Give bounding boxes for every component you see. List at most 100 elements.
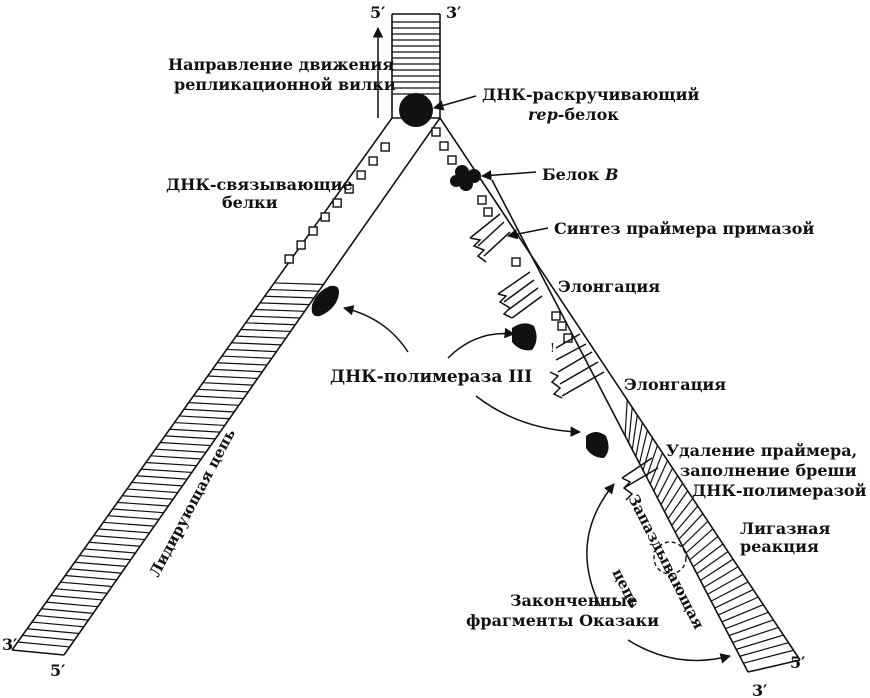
base-pair-rung — [98, 528, 150, 534]
base-pair-rung — [743, 649, 794, 664]
ssb-protein-square — [356, 170, 366, 180]
end-5-bottom-right: 5′ — [790, 653, 805, 672]
base-pair-rung — [259, 302, 310, 306]
rep-protein-label-2: rep-белок — [528, 105, 619, 124]
ssb-protein-square — [380, 142, 390, 152]
base-pair-rung — [207, 375, 258, 380]
base-pair-rung — [689, 535, 719, 561]
base-pair-rung — [226, 348, 277, 353]
base-pair-rung — [93, 535, 145, 541]
ssb-protein-square — [308, 226, 318, 236]
base-pair-rung — [122, 495, 174, 500]
primer-synthesis-label: Синтез праймера примазой — [554, 219, 814, 238]
base-pair-rung — [126, 488, 178, 494]
base-pair-rung — [41, 608, 94, 614]
okazaki-label-2: фрагменты Оказаки — [466, 611, 659, 630]
base-pair-rung — [103, 521, 155, 527]
ssb-protein-square — [344, 184, 354, 194]
base-pair-rung — [728, 619, 774, 637]
ssb-protein-square — [483, 207, 493, 217]
ssb-protein-square — [477, 195, 487, 205]
base-pair-rung — [236, 335, 286, 339]
base-pair-rung — [84, 548, 136, 554]
base-pair-rung — [17, 641, 70, 648]
base-pair-rung — [198, 388, 249, 393]
ligase-label-1: Лигазная — [740, 519, 830, 538]
primer-3 — [549, 371, 563, 399]
base-pair-rung — [660, 475, 679, 506]
base-pair-rung — [274, 282, 324, 286]
base-pair-rung — [27, 628, 80, 635]
ssb-protein-square — [368, 156, 378, 166]
base-pair-rung — [692, 543, 724, 568]
end-3-bottom-left: 3′ — [2, 635, 17, 654]
base-pair-rung — [721, 604, 764, 623]
base-pair-rung — [664, 482, 684, 512]
lagging-strand-base-pairs — [624, 399, 794, 664]
ligase-label-2: реакция — [740, 537, 819, 556]
base-pair-rung — [703, 566, 739, 588]
base-pair-rung — [174, 421, 225, 427]
ligase-site-icon — [653, 541, 687, 575]
polymerase-iii-lagging-icon-2 — [586, 432, 609, 458]
base-pair-rung — [642, 437, 653, 471]
base-pair-rung — [31, 621, 84, 628]
ssb-label-2: белки — [222, 193, 278, 212]
protein-b-word: Белок — [542, 165, 605, 184]
base-pair-rung — [155, 448, 206, 453]
base-pair-rung — [107, 515, 159, 521]
rep-protein-label-1: ДНК-раскручивающий — [482, 85, 699, 104]
okazaki-arrow-up — [586, 483, 615, 607]
end-5-top: 5′ — [370, 3, 385, 22]
stray-mark: ! — [550, 341, 555, 355]
base-pair-rung — [69, 568, 122, 574]
protein-b-pointer-arrow — [480, 170, 537, 181]
base-pair-rung — [707, 573, 744, 595]
ssb-protein-square — [511, 257, 521, 267]
okazaki-arrow-down — [627, 639, 732, 664]
elongation-label-1: Элонгация — [558, 277, 660, 296]
ssb-protein-square — [439, 141, 449, 151]
base-pair-rung — [131, 481, 183, 487]
duplex-base-pairs — [392, 21, 440, 95]
ssb-protein-square — [557, 321, 567, 331]
base-pair-rung — [150, 455, 202, 460]
base-pair-rung — [188, 402, 239, 406]
pointer-arrows — [342, 26, 732, 664]
primer-pointer-arrow — [506, 227, 549, 240]
base-pair-rung — [646, 445, 659, 478]
rep-pointer-arrow — [432, 95, 477, 111]
primer-removal-label-2: заполнение бреши — [680, 461, 857, 480]
base-pair-rung — [136, 475, 188, 480]
base-pair-rung — [65, 574, 117, 581]
base-pair-rung — [736, 634, 784, 650]
base-pair-rung — [653, 460, 669, 492]
base-pair-rung — [685, 528, 714, 554]
base-pair-rung — [217, 362, 268, 366]
base-pair-rung — [710, 581, 749, 602]
base-pair-rung — [732, 626, 779, 644]
base-pair-rung — [714, 588, 754, 609]
base-pair-rung — [79, 554, 131, 561]
ssb-protein-square — [447, 155, 457, 165]
base-pair-rung — [231, 342, 282, 346]
primer-1 — [469, 237, 487, 263]
base-pair-rung — [245, 322, 296, 326]
base-pair-rung — [700, 558, 734, 581]
ssb-protein-square — [320, 212, 330, 222]
base-pair-rung — [46, 601, 98, 608]
base-pair-rung — [22, 634, 75, 641]
base-pair-rung — [36, 614, 89, 621]
rep-italic: rep — [528, 105, 558, 124]
base-pair-rung — [164, 435, 216, 440]
base-pair-rung — [88, 541, 141, 547]
base-pair-rung — [269, 288, 319, 292]
base-pair-rung — [240, 328, 291, 333]
base-pair-rung — [112, 508, 164, 514]
base-pair-rung — [74, 561, 127, 567]
ssb-protein-square — [296, 240, 306, 250]
base-pair-rung — [638, 430, 648, 464]
base-pair-rung — [202, 382, 253, 386]
base-pair-rung — [725, 611, 769, 630]
